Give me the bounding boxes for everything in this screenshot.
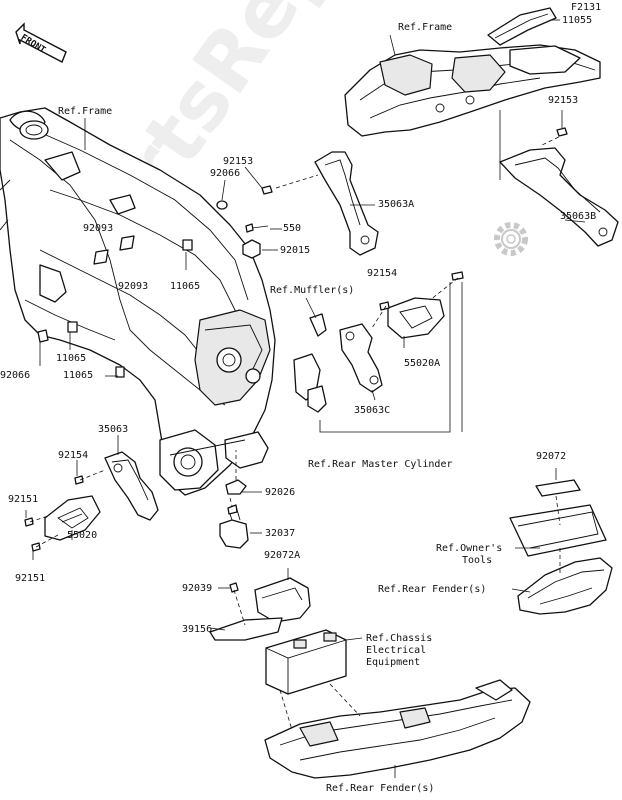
- pad-39156: [209, 617, 283, 641]
- label-92154-right[interactable]: 92154: [367, 268, 398, 279]
- label-11055[interactable]: 11055: [562, 15, 593, 26]
- label-ref-frame-left[interactable]: Ref.Frame: [58, 106, 113, 117]
- label-92072[interactable]: 92072: [536, 451, 567, 462]
- label-92154-left[interactable]: 92154: [58, 450, 89, 461]
- label-92153-mid[interactable]: 92153: [223, 156, 254, 167]
- label-35063A[interactable]: 35063A: [378, 199, 415, 210]
- label-ref-owners-tools-2[interactable]: Tools: [462, 555, 493, 566]
- assembly-lines: [29, 133, 566, 731]
- bracket-35063-left: [104, 451, 159, 521]
- label-35063C[interactable]: 35063C: [354, 405, 391, 416]
- label-92153-right[interactable]: 92153: [548, 95, 579, 106]
- clip-92026: [225, 479, 247, 495]
- label-92151-a[interactable]: 92151: [8, 494, 39, 505]
- label-92026[interactable]: 92026: [265, 487, 296, 498]
- rear-fender-bottom: [264, 679, 531, 779]
- label-92039[interactable]: 92039: [182, 583, 213, 594]
- battery: [265, 629, 347, 695]
- label-ref-chassis-1[interactable]: Ref.Chassis: [366, 633, 433, 644]
- label-550[interactable]: 550: [283, 223, 302, 234]
- label-92066-top[interactable]: 92066: [210, 168, 241, 179]
- label-92015[interactable]: 92015: [280, 245, 311, 256]
- label-11065-c[interactable]: 11065: [63, 370, 94, 381]
- label-92093-b[interactable]: 92093: [118, 281, 149, 292]
- diagram-code: F2131: [571, 2, 602, 13]
- front-arrow-icon: [15, 22, 67, 63]
- label-ref-chassis-3[interactable]: Equipment: [366, 657, 421, 668]
- label-ref-chassis-2[interactable]: Electrical: [366, 645, 427, 656]
- label-ref-owners-tools-1[interactable]: Ref.Owner's: [436, 543, 503, 554]
- bracket-35063C: [293, 313, 383, 413]
- label-92151-b[interactable]: 92151: [15, 573, 46, 584]
- label-35063B[interactable]: 35063B: [560, 211, 597, 222]
- label-32037[interactable]: 32037: [265, 528, 296, 539]
- label-ref-muffler[interactable]: Ref.Muffler(s): [270, 285, 355, 296]
- label-ref-rear-fender-bottom[interactable]: Ref.Rear Fender(s): [326, 783, 435, 794]
- label-92072A[interactable]: 92072A: [264, 550, 301, 561]
- label-11065-b[interactable]: 11065: [56, 353, 87, 364]
- bracket-35063B: [499, 147, 619, 247]
- damper-32037: [219, 504, 249, 549]
- rear-subframe: [344, 7, 601, 137]
- plate-55020A: [387, 297, 445, 339]
- gear-logo-icon: [494, 222, 528, 256]
- label-ref-rear-fender-right[interactable]: Ref.Rear Fender(s): [378, 584, 487, 595]
- plate-55020: [44, 495, 101, 541]
- label-55020[interactable]: 55020: [67, 530, 98, 541]
- rear-fender-right: [517, 557, 613, 615]
- bracket-35063A: [314, 151, 379, 256]
- label-92093-a[interactable]: 92093: [83, 223, 114, 234]
- label-ref-frame-top[interactable]: Ref.Frame: [398, 22, 453, 33]
- label-55020A[interactable]: 55020A: [404, 358, 441, 369]
- label-92066-left[interactable]: 92066: [0, 370, 31, 381]
- owners-tools-pouch: [509, 479, 607, 557]
- label-35063[interactable]: 35063: [98, 424, 129, 435]
- cover-92072A: [254, 577, 311, 623]
- main-frame: [0, 107, 276, 496]
- label-ref-rear-master-cylinder[interactable]: Ref.Rear Master Cylinder: [308, 459, 453, 470]
- label-39156[interactable]: 39156: [182, 624, 213, 635]
- label-11065-a[interactable]: 11065: [170, 281, 201, 292]
- leader-lines: [25, 19, 586, 778]
